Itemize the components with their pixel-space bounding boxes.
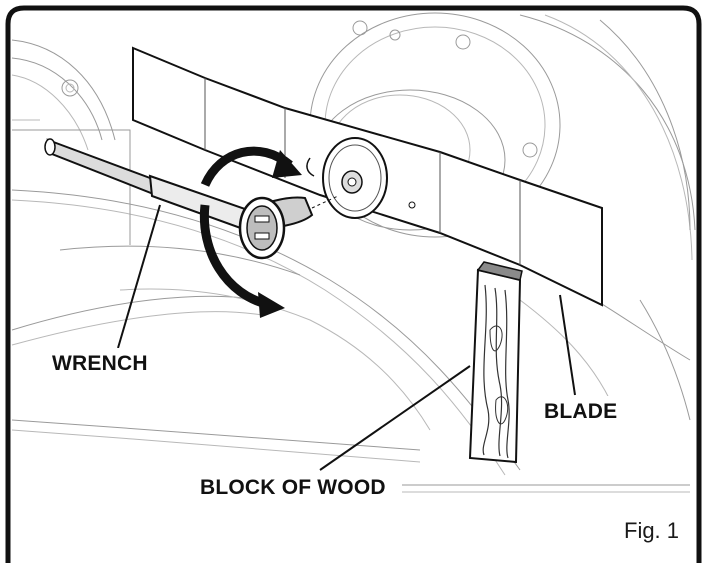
figure-caption: Fig. 1 <box>624 518 679 543</box>
wrench-label: WRENCH <box>52 352 148 375</box>
figure-frame <box>5 5 702 563</box>
wood-block <box>468 261 523 464</box>
blade-leader-line <box>559 294 576 396</box>
blade-label: BLADE <box>544 400 617 423</box>
rotation-arrows <box>199 146 302 318</box>
wood-leader-line <box>319 365 471 471</box>
blade-bolt <box>322 137 388 219</box>
block-of-wood-label: BLOCK OF WOOD <box>200 476 386 499</box>
wrench-leader-line <box>117 204 161 349</box>
wrench <box>44 138 339 260</box>
